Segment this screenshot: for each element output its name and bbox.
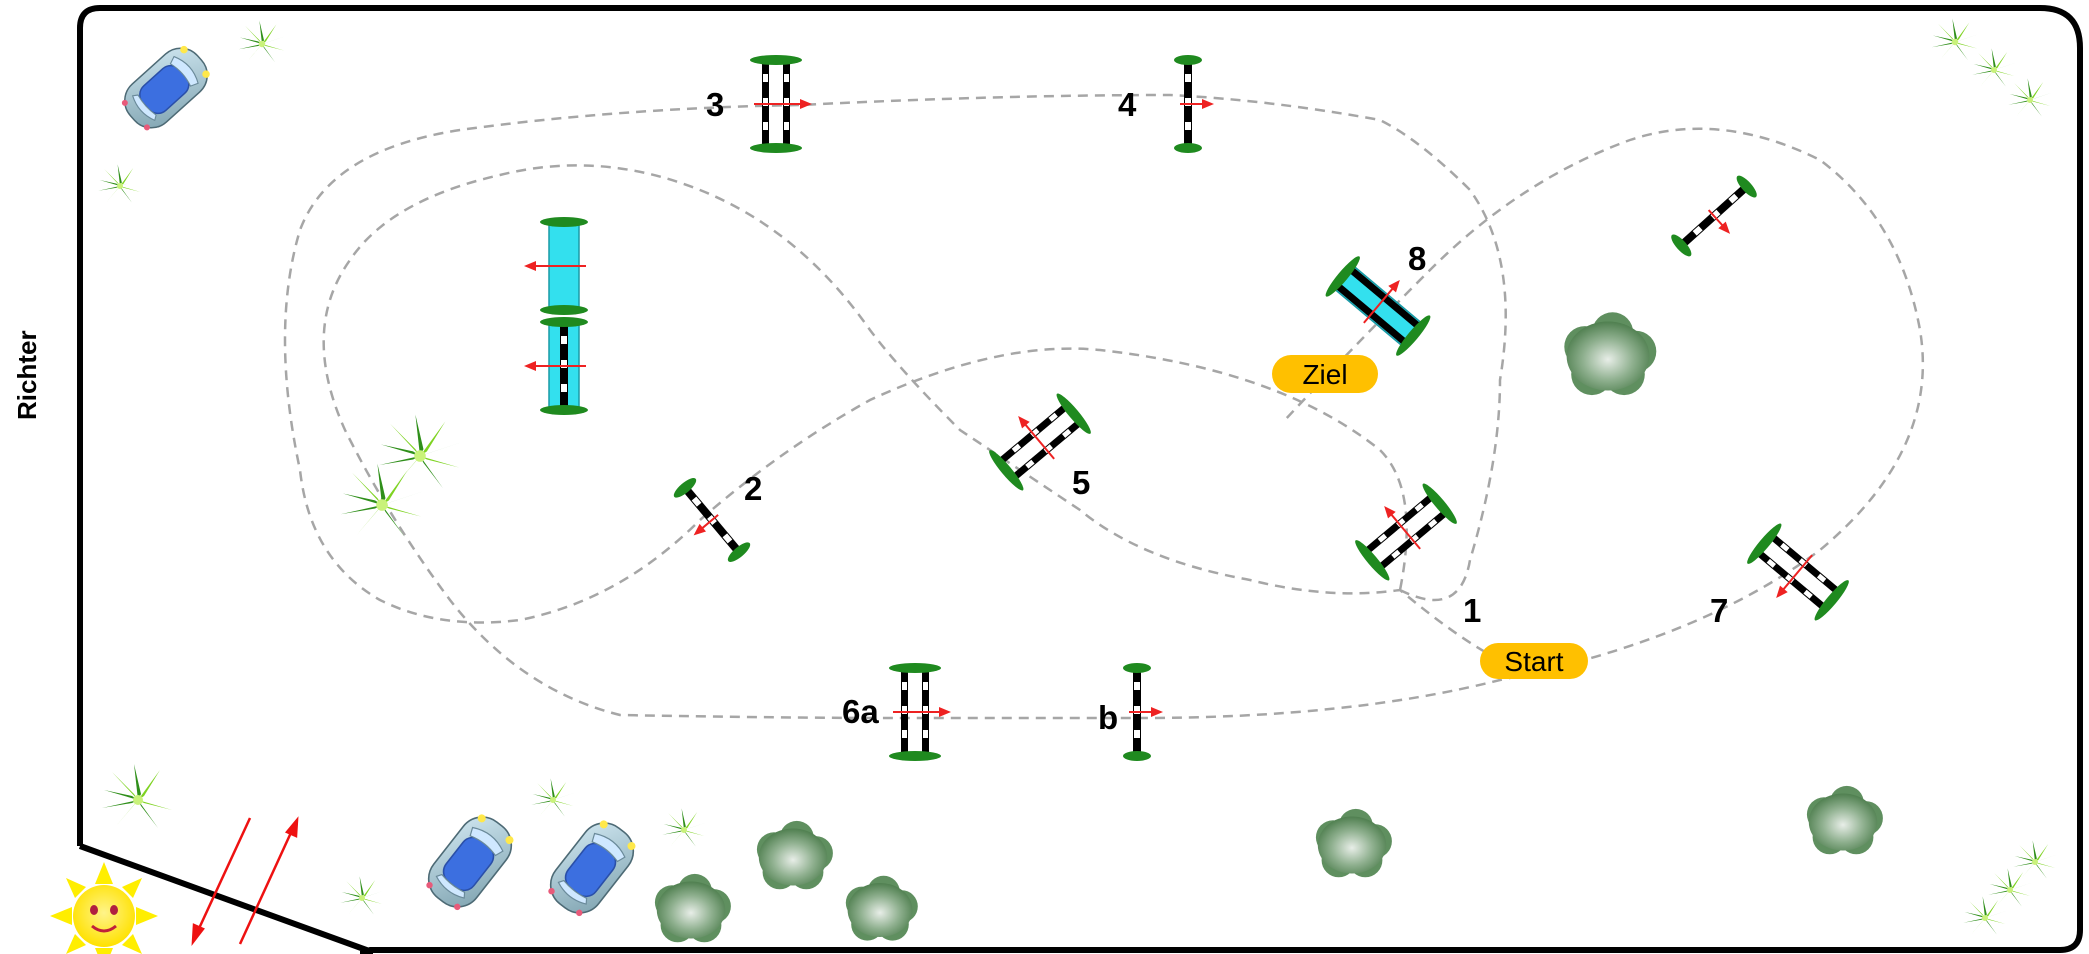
plant-icon	[1988, 868, 2032, 907]
plant-icon	[2013, 840, 2057, 879]
arena-border	[77, 5, 2083, 954]
obstacle-1	[1355, 483, 1457, 581]
bush-icon	[756, 820, 833, 890]
bush-icon	[1315, 808, 1392, 878]
course-route	[283, 93, 1925, 720]
plant-icon	[378, 414, 462, 489]
plant-icon	[1972, 48, 2016, 87]
start-badge: Start	[1480, 643, 1588, 679]
plant-icon	[340, 463, 424, 538]
obstacle-6b	[1123, 663, 1163, 761]
number-label-3: 3	[706, 86, 724, 123]
number-label-8: 8	[1408, 240, 1426, 277]
judge-label: Richter	[12, 330, 42, 420]
start-label: Start	[1504, 646, 1563, 677]
plant-icon	[531, 778, 575, 817]
plant-icon	[2008, 78, 2052, 117]
number-label-2: 2	[744, 470, 762, 507]
plant-icon	[340, 876, 384, 915]
number-label-b: b	[1098, 699, 1118, 736]
number-label-4: 4	[1118, 86, 1137, 123]
plant-icon	[1931, 18, 1979, 61]
plant-icon	[102, 764, 174, 828]
plant-icon	[98, 164, 142, 203]
bush-icon	[654, 873, 731, 943]
obstacle-3	[750, 55, 812, 153]
bush-icon	[1806, 785, 1883, 855]
number-label-6a: 6a	[842, 693, 879, 730]
water-jump-lower	[524, 317, 588, 415]
car-icon	[540, 812, 644, 924]
finish-label: Ziel	[1302, 359, 1347, 390]
plant-icon	[662, 808, 706, 847]
number-label-7: 7	[1710, 592, 1728, 629]
car-icon	[114, 38, 218, 138]
bush-icon	[845, 875, 918, 941]
plant-icon	[238, 20, 286, 63]
obstacle-8	[1325, 256, 1431, 356]
bush-icon	[1564, 312, 1657, 396]
obstacle-5	[989, 393, 1091, 491]
sun-icon	[50, 862, 158, 954]
finish-badge: Ziel	[1272, 355, 1378, 393]
entrance-arrows-icon	[191, 816, 299, 946]
plant-icon	[1963, 896, 2007, 935]
number-label-5: 5	[1072, 464, 1090, 501]
obstacle-2	[673, 478, 751, 562]
number-label-1: 1	[1463, 592, 1481, 629]
car-icon	[418, 806, 522, 918]
water-jump-upper	[524, 217, 588, 315]
obstacle-6a	[889, 663, 951, 761]
obstacle-unnumbered	[1671, 175, 1757, 257]
obstacle-7	[1747, 523, 1849, 621]
obstacle-4	[1174, 55, 1214, 153]
